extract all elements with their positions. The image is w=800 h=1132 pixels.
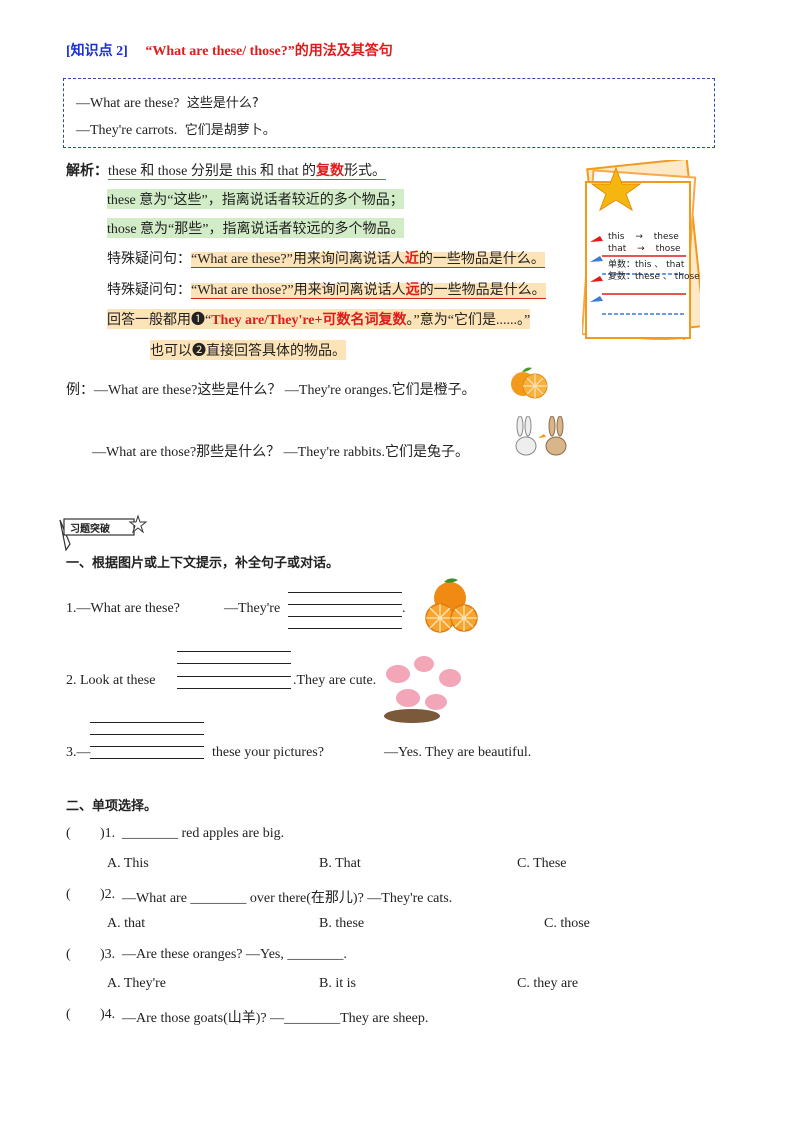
q3-text-c: —Yes. They are beautiful.: [384, 745, 532, 760]
mc-q2-option-a[interactable]: A. that: [107, 916, 146, 931]
mc-q1-option-a[interactable]: A. This: [107, 856, 149, 871]
mc-q3-option-c[interactable]: C. they are: [517, 976, 579, 991]
q2-text-b: .They are cute.: [293, 673, 377, 688]
pigs-picture-icon: [378, 652, 464, 724]
analysis-line-7: 也可以❷直接回答具体的物品。: [150, 340, 346, 360]
mc-q2-option-b[interactable]: B. these: [319, 916, 365, 931]
analysis-line-6: 回答一般都用❶“They are/They're+可数名词复数。”意为“它们是.…: [107, 309, 531, 329]
mc-q4-number: )4.: [100, 1007, 116, 1022]
q3-text-a: 3.—: [66, 745, 91, 760]
mc-q1-text: ________ red apples are big.: [122, 826, 285, 841]
example-dialog-box: —What are these? 这些是什么? —They're carrots…: [63, 78, 715, 148]
example-line-2: —What are those?那些是什么？ —They're rabbits.…: [92, 445, 469, 460]
note-row-2: that → those: [608, 244, 681, 254]
analysis-line-3: those 意为“那些”，指离说话者较远的多个物品。: [107, 218, 405, 238]
section1-title: 一、根据图片或上下文提示，补全句子或对话。: [66, 556, 340, 571]
q1-text-b: —They're: [224, 601, 281, 616]
mc-q3-option-a[interactable]: A. They're: [107, 976, 167, 991]
mc-q3-number: )3.: [100, 947, 116, 962]
mc-q1-paren: (: [66, 826, 71, 841]
q2-text-a: 2. Look at these: [66, 673, 156, 688]
q3-text-b: these your pictures?: [212, 745, 324, 760]
mc-q3-paren: (: [66, 947, 71, 962]
rabbits-icon: [515, 416, 567, 456]
section2-title: 二、单项选择。: [66, 799, 158, 814]
mc-q1-option-b[interactable]: B. That: [319, 856, 361, 871]
analysis-line-1: 解析：these 和 those 分别是 this 和 that 的复数形式。: [66, 164, 387, 180]
analysis-line-2: these 意为“这些”，指离说话者较近的多个物品；: [107, 189, 404, 209]
example-line-1: 例：—What are these?这些是什么？ —They're orange…: [66, 383, 476, 398]
oranges-picture-icon: [425, 578, 478, 633]
sticky-note-illustration: this → these that → those 单数：this 、 that…: [582, 160, 700, 340]
mc-q2-number: )2.: [100, 887, 116, 902]
mc-q4-text: —Are those goats(山羊)? —________They are …: [122, 1011, 429, 1026]
q1-text-a: 1.—What are these?: [66, 601, 180, 616]
mc-q1-number: )1.: [100, 826, 116, 841]
mc-q2-paren: (: [66, 887, 71, 902]
knowledge-title: “What are these/ those?”的用法及其答句: [145, 44, 393, 59]
analysis-line-4: 特殊疑问句：“What are these?”用来询问离说话人近的一些物品是什么…: [107, 252, 545, 268]
section-header: [知识点 2] “What are these/ those?”的用法及其答句: [66, 40, 393, 60]
mc-q1-option-c[interactable]: C. These: [517, 856, 567, 871]
pencil-icon: [59, 514, 148, 552]
note-paper-icon: [582, 160, 700, 340]
note-row-1: this → these: [608, 232, 679, 242]
mc-q4-paren: (: [66, 1007, 71, 1022]
mc-q2-text: —What are ________ over there(在那儿)? —The…: [122, 891, 453, 906]
analysis-line-5: 特殊疑问句：“What are those?”用来询问离说话人远的一些物品是什么…: [107, 283, 546, 299]
analysis-label: 解析：: [66, 164, 108, 179]
mc-q3-text: —Are these oranges? —Yes, ________.: [122, 947, 347, 962]
dialog-line-2: —They're carrots. 它们是胡萝卜。: [76, 123, 276, 138]
mc-q2-option-c[interactable]: C. those: [544, 916, 590, 931]
mc-q3-option-b[interactable]: B. it is: [319, 976, 356, 991]
knowledge-tag: [知识点 2]: [66, 44, 128, 59]
note-row-4: 复数：these 、 those: [608, 272, 700, 282]
dialog-line-1: —What are these? 这些是什么?: [76, 96, 259, 111]
orange-icon: [511, 367, 548, 399]
q1-period: .: [402, 601, 406, 616]
note-row-3: 单数：this 、 that: [608, 260, 685, 270]
